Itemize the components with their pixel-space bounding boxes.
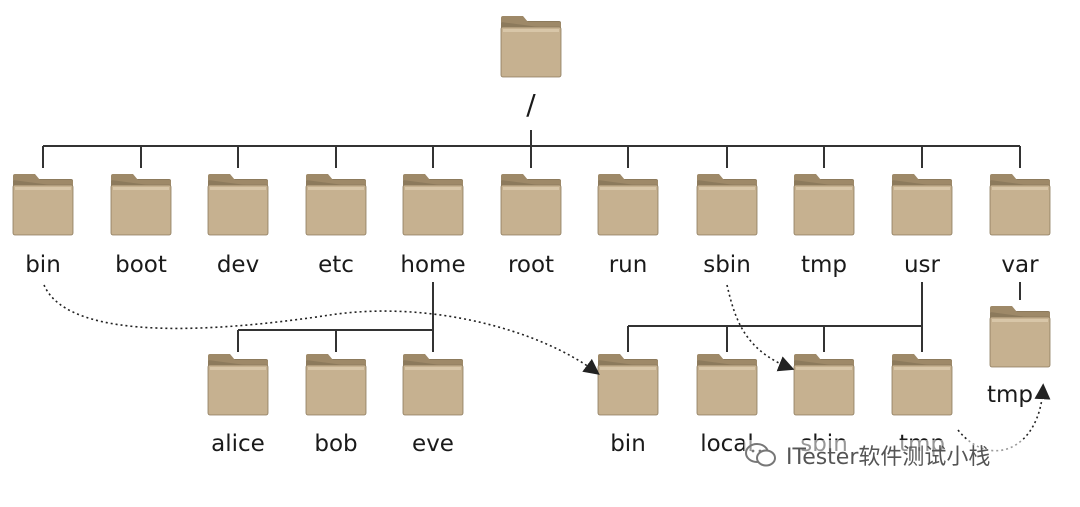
symlink-sbin-to-usr-sbin — [726, 284, 795, 372]
folder-icon-run[interactable] — [597, 174, 659, 236]
folder-icon-sbin[interactable] — [696, 174, 758, 236]
folder-icon-tmp[interactable] — [793, 174, 855, 236]
label-etc: etc — [318, 252, 354, 278]
label-usr: usr — [903, 252, 941, 278]
label-root: root — [507, 252, 555, 278]
label-home-eve: eve — [412, 431, 454, 457]
folder-icon-home[interactable] — [402, 174, 464, 236]
label-run: run — [608, 252, 648, 278]
label-tmp: tmp — [800, 252, 848, 278]
folder-icon-usr-tmp[interactable] — [891, 354, 953, 416]
watermark-text: ITester软件测试小栈 — [786, 445, 991, 470]
folder-icon-etc[interactable] — [305, 174, 367, 236]
root-label: / — [526, 88, 536, 121]
folder-icon-usr[interactable] — [891, 174, 953, 236]
folder-icon-bin[interactable] — [12, 174, 74, 236]
folder-icon-boot[interactable] — [110, 174, 172, 236]
folder-icon-usr-sbin[interactable] — [793, 354, 855, 416]
folders — [12, 16, 1051, 416]
label-var-tmp: tmp — [986, 382, 1034, 408]
label-sbin: sbin — [703, 252, 751, 278]
folder-icon-usr-bin[interactable] — [597, 354, 659, 416]
folder-icon-home-bob[interactable] — [305, 354, 367, 416]
watermark: ITester软件测试小栈 — [744, 440, 1074, 470]
folder-icon-dev[interactable] — [207, 174, 269, 236]
folder-icon-home-eve[interactable] — [402, 354, 464, 416]
label-boot: boot — [115, 252, 167, 278]
root-folder-icon[interactable] — [500, 16, 562, 78]
folder-icon-root[interactable] — [500, 174, 562, 236]
folder-icon-usr-local[interactable] — [696, 354, 758, 416]
child-connectors — [42, 146, 1021, 352]
label-var: var — [1001, 252, 1039, 278]
label-usr-bin: bin — [610, 431, 646, 457]
label-dev: dev — [216, 252, 260, 278]
folder-icon-var[interactable] — [989, 174, 1051, 236]
folder-icon-var-tmp[interactable] — [989, 306, 1051, 368]
label-home: home — [400, 252, 466, 278]
wechat-icon — [745, 443, 776, 467]
folder-icon-home-alice[interactable] — [207, 354, 269, 416]
label-bin: bin — [25, 252, 61, 278]
label-home-alice: alice — [211, 431, 265, 457]
label-home-bob: bob — [314, 431, 358, 457]
